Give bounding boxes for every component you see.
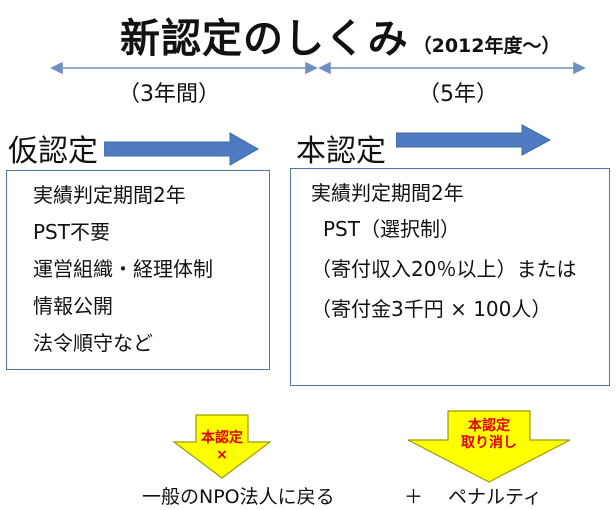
revoke-arrow-line: 本認定 (468, 418, 510, 434)
stage-label-provisional: 仮認定 (8, 134, 98, 169)
stage-label-full: 本認定 (296, 134, 386, 169)
timeline-full (318, 61, 586, 75)
full-line: （寄付金3千円 × 100人） (311, 297, 552, 321)
down-arrow-revoke-label: 本認定 取り消し (448, 418, 530, 452)
right-arrow-provisional (104, 132, 260, 166)
period-provisional: （3年間） (118, 82, 220, 107)
full-requirements-box: 実績判定期間2年 PST（選択制） （寄付収入20％以上）または （寄付金3千円… (290, 168, 610, 386)
down-arrow-revoke (407, 410, 571, 483)
period-full: （5年） (418, 82, 498, 107)
full-line: （寄付収入20％以上）または (311, 257, 577, 281)
timeline-provisional (50, 61, 318, 75)
title-period: （2012年度～） (412, 35, 561, 57)
down-arrow-revert-label: 本認定 × (196, 430, 248, 464)
provisional-line: 法令順守など (33, 331, 153, 355)
full-line: 実績判定期間2年 (311, 181, 464, 205)
plus-sign: ＋ (404, 486, 424, 508)
provisional-line: 運営組織・経理体制 (33, 257, 213, 281)
right-arrow-full (396, 124, 552, 156)
timeline-arrows (50, 61, 586, 75)
revert-result: 一般のNPO法人に戻る (142, 486, 335, 508)
full-line: PST（選択制） (323, 217, 460, 241)
provisional-line: 実績判定期間2年 (33, 183, 186, 207)
provisional-line: 情報公開 (33, 294, 113, 318)
revert-arrow-line: × (216, 447, 228, 463)
page-title: 新認定のしくみ（2012年度～） (120, 6, 561, 64)
down-arrow-revert (172, 414, 272, 479)
penalty-result: ペナルティ (448, 486, 542, 508)
title-main: 新認定のしくみ (120, 16, 409, 62)
provisional-requirements-box: 実績判定期間2年 PST不要 運営組織・経理体制 情報公開 法令順守など (6, 170, 270, 370)
provisional-line: PST不要 (33, 220, 110, 244)
revoke-arrow-line: 取り消し (461, 435, 517, 451)
revert-arrow-line: 本認定 (201, 430, 243, 446)
